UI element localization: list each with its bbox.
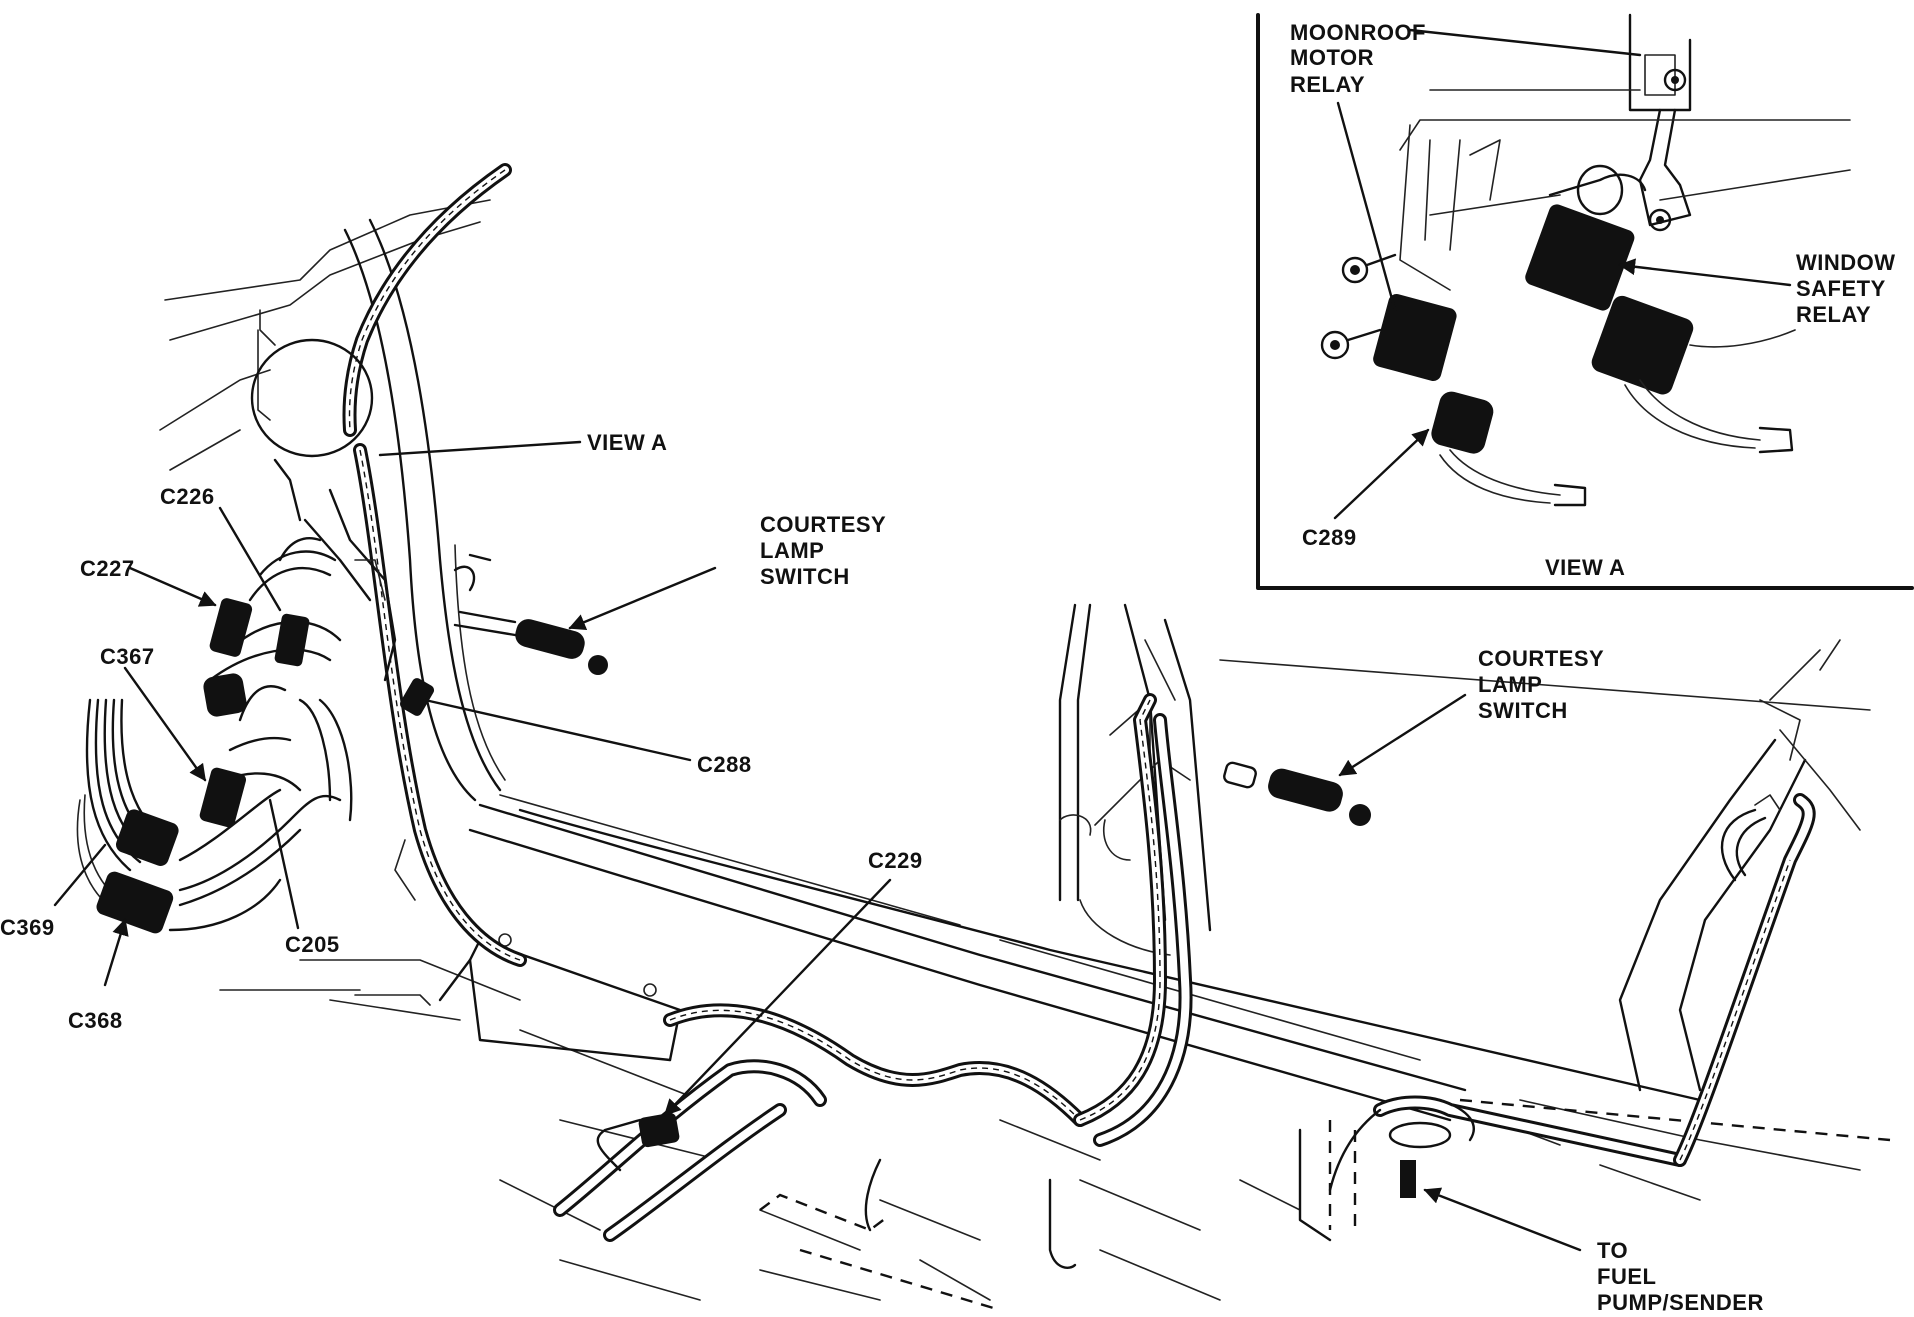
- inset-title-view-a: VIEW A: [1545, 555, 1625, 580]
- inset-label-moonroof-2: MOTOR: [1290, 45, 1374, 70]
- label-to-fuel-pump-2: FUEL: [1597, 1264, 1656, 1289]
- connector-c369: [116, 809, 179, 866]
- connectors: [96, 553, 1416, 1198]
- label-view-a: VIEW A: [587, 430, 667, 455]
- label-courtesy-lamp-switch-rear-3: SWITCH: [1478, 698, 1568, 723]
- label-to-fuel-pump-1: TO: [1597, 1238, 1628, 1263]
- fuel-pump-connector: [1400, 1160, 1416, 1198]
- connector-c367: [199, 767, 247, 828]
- connector-c368: [96, 871, 174, 934]
- label-courtesy-lamp-switch-rear-2: LAMP: [1478, 672, 1542, 697]
- window-safety-relay: [1525, 204, 1635, 311]
- connector-c227: [209, 598, 253, 657]
- label-c226: C226: [160, 484, 215, 509]
- connector-c229: [638, 1112, 680, 1148]
- inset-label-moonroof-1: MOONROOF: [1290, 20, 1426, 45]
- inset-label-window-safety-1: WINDOW: [1796, 250, 1896, 275]
- connector-c289: [1431, 391, 1494, 454]
- label-courtesy-lamp-switch-front-2: LAMP: [760, 538, 824, 563]
- inset-label-window-safety-3: RELAY: [1796, 302, 1871, 327]
- courtesy-lamp-switch-rear: [1268, 768, 1343, 812]
- label-c205: C205: [285, 932, 340, 957]
- label-courtesy-lamp-switch-front-1: COURTESY: [760, 512, 886, 537]
- window-safety-relay-connector: [1591, 295, 1694, 395]
- label-c227: C227: [80, 556, 135, 581]
- label-courtesy-lamp-switch-rear-1: COURTESY: [1478, 646, 1604, 671]
- connector-c226: [274, 613, 310, 667]
- wiring-harness: [76, 338, 1816, 1242]
- label-c229: C229: [868, 848, 923, 873]
- moonroof-motor-relay: [1373, 294, 1457, 381]
- text-labels: VIEW A COURTESY LAMP SWITCH C226 C227 C3…: [0, 20, 1896, 1315]
- view-a-circle: [250, 338, 374, 458]
- label-c367: C367: [100, 644, 155, 669]
- leader-lines: [53, 28, 1796, 1252]
- inset-label-moonroof-3: RELAY: [1290, 72, 1365, 97]
- vehicle-body-outline: [159, 163, 1891, 1312]
- label-c369: C369: [0, 915, 55, 940]
- label-to-fuel-pump-3: PUMP/SENDER: [1597, 1290, 1764, 1312]
- label-courtesy-lamp-switch-front-3: SWITCH: [760, 564, 850, 589]
- inset-label-c289: C289: [1302, 525, 1357, 550]
- connector-bundle: [203, 673, 247, 717]
- label-c288: C288: [697, 752, 752, 777]
- inset-view-a: [1256, 13, 1914, 590]
- label-c368: C368: [68, 1008, 123, 1033]
- courtesy-lamp-switch-front: [515, 619, 585, 659]
- connector-c288: [399, 678, 435, 716]
- inset-label-window-safety-2: SAFETY: [1796, 276, 1886, 301]
